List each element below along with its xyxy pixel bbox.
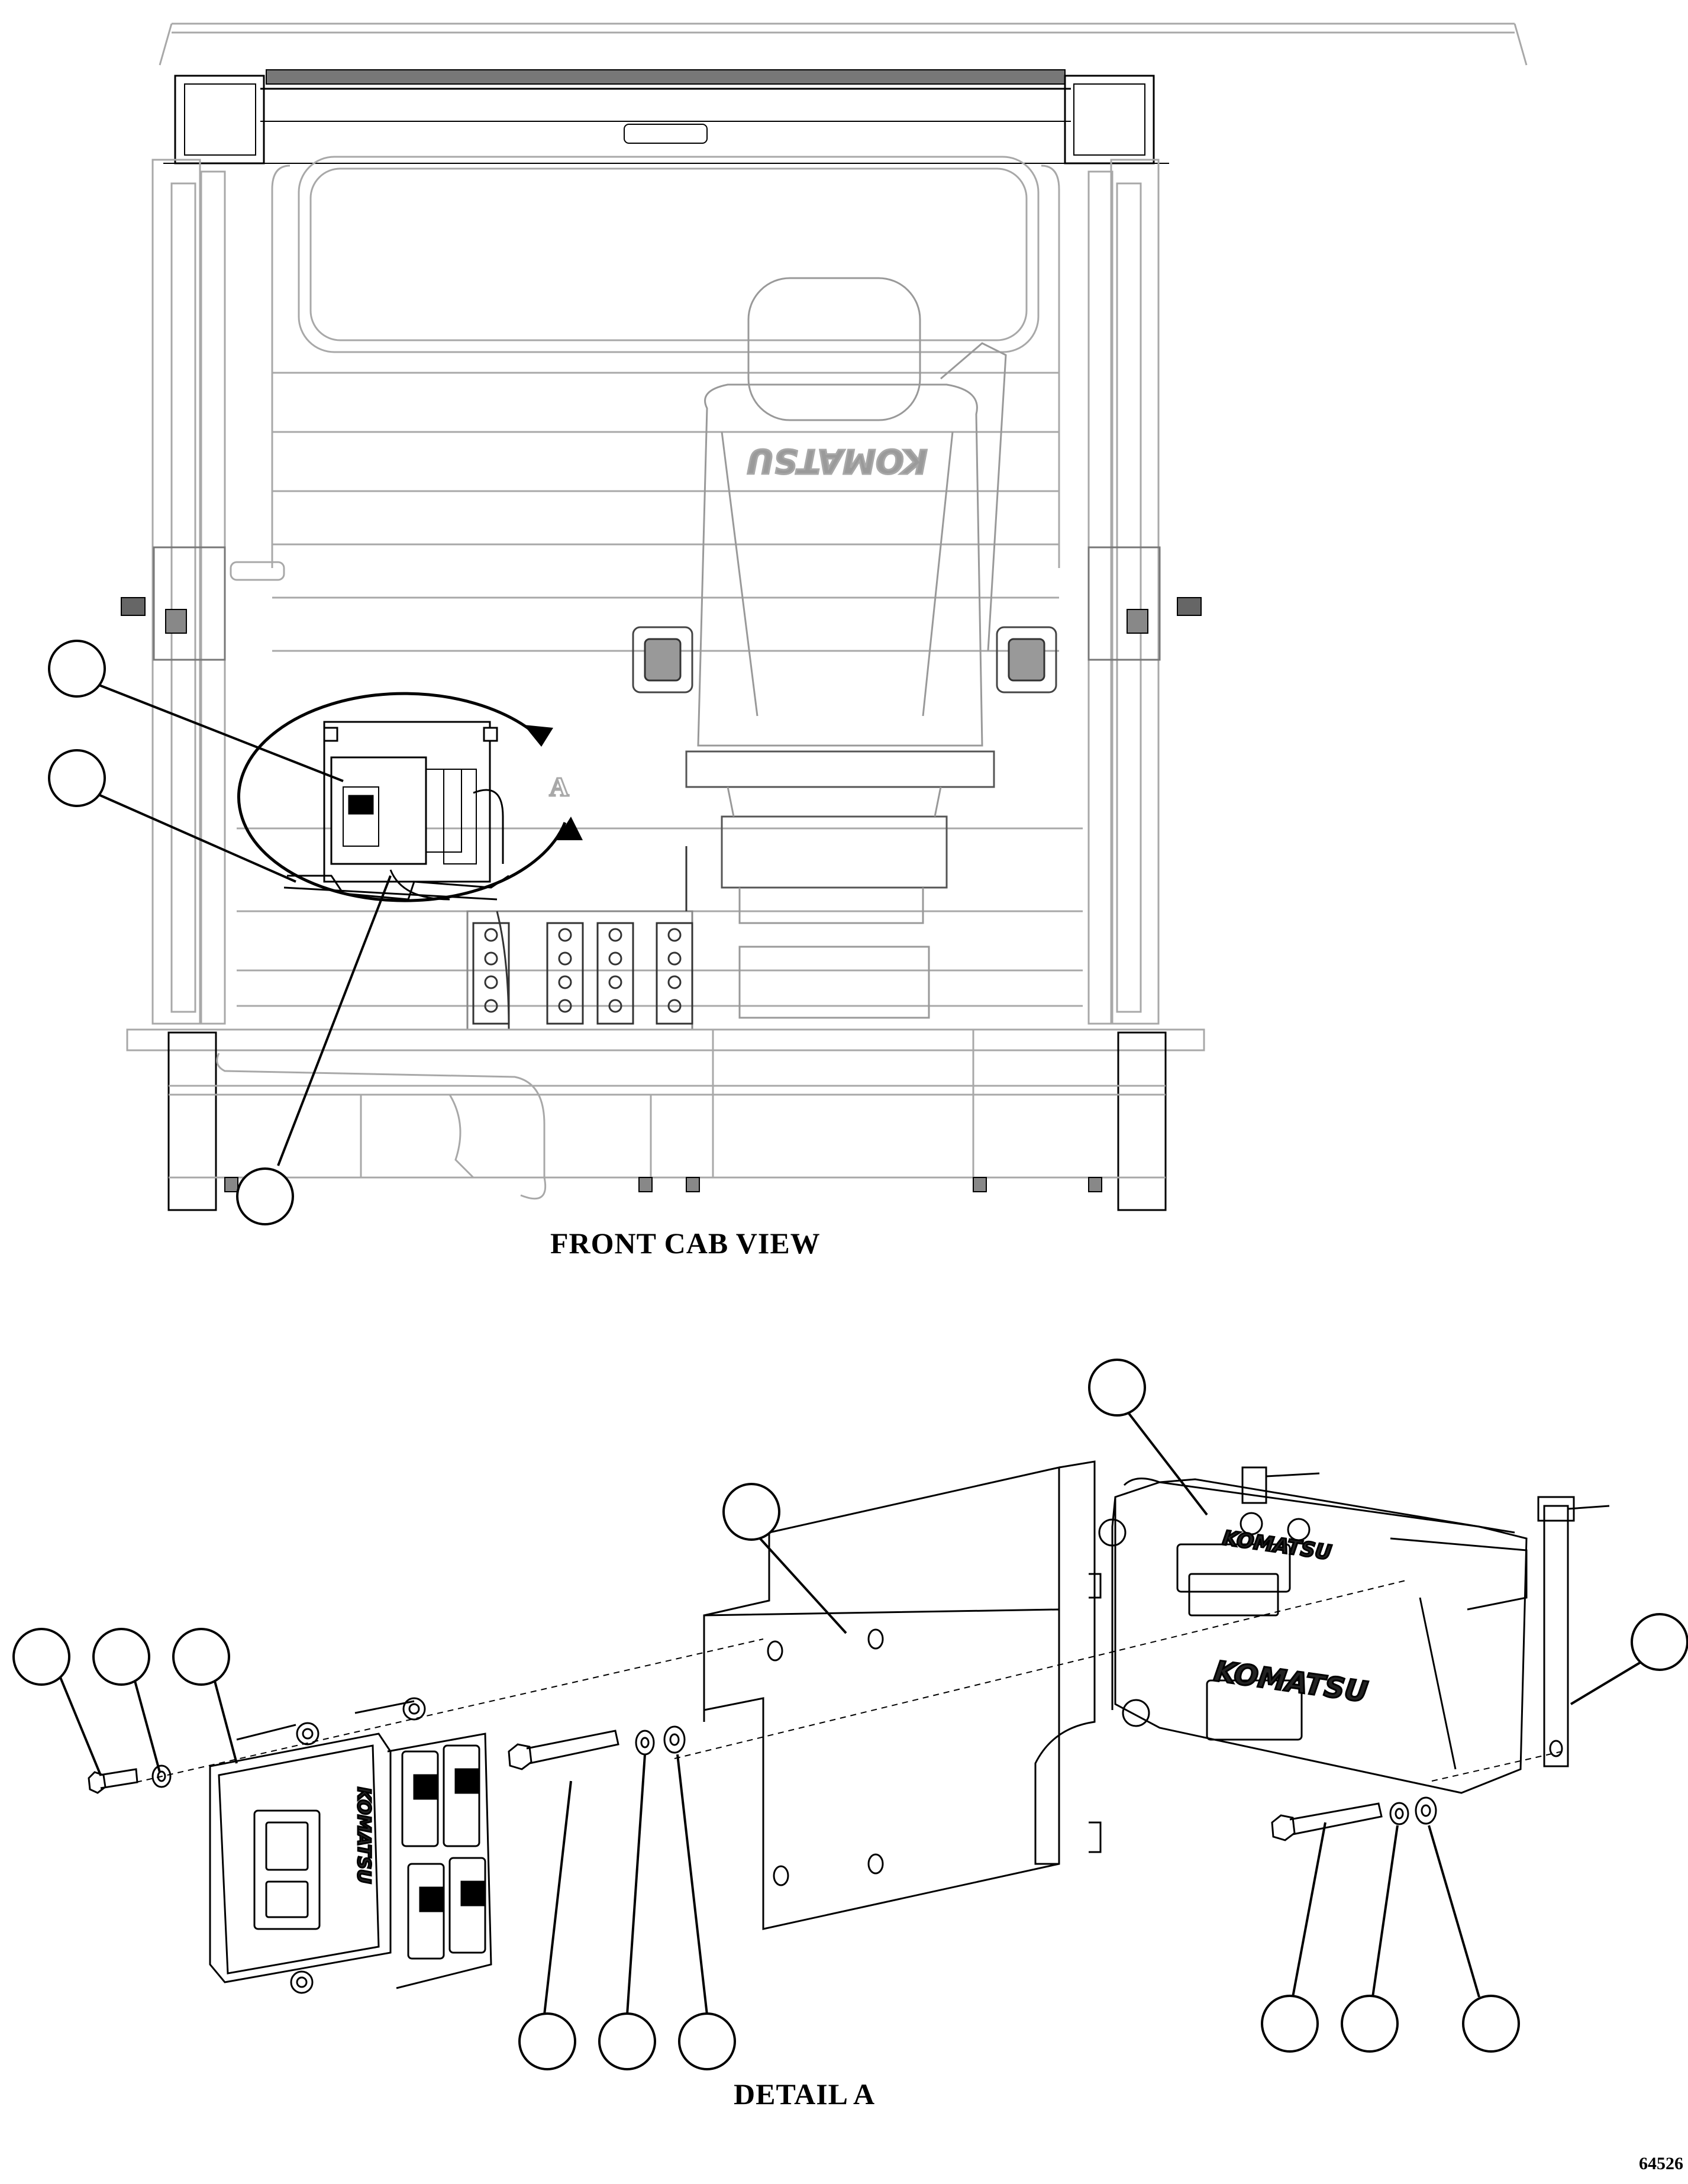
callout-bubble: [12, 1628, 70, 1686]
floor-valve-bank: [466, 846, 693, 1031]
callout-bubble: [92, 1628, 150, 1686]
callout-bubble: [1631, 1613, 1688, 1671]
front-mount-bolt: [88, 1768, 138, 1794]
bracket-logo-upper: KOMATSU: [1221, 1526, 1333, 1564]
callout-bubble: [722, 1483, 780, 1541]
detail-a-view: KOMATSU: [12, 1359, 1688, 2070]
cab-roof: [159, 22, 1528, 164]
bracket-bolt: [1271, 1802, 1383, 1841]
callout-bubble: [1088, 1359, 1146, 1417]
detail-a-reference-letter: A: [549, 772, 569, 802]
callout-bubble: [1341, 1995, 1399, 2053]
operator-seat: [632, 277, 1057, 1019]
callout-bubble: [598, 2012, 656, 2070]
controller-bracket: [1098, 1466, 1610, 1794]
figure-number: 64526: [1639, 2154, 1683, 2173]
long-mount-bolt: [508, 1730, 619, 1770]
assembly-centerlines: [135, 1579, 1563, 1783]
callout-bubble: [1462, 1995, 1520, 2053]
flat-washer: [663, 1725, 686, 1754]
callout-bubble: [172, 1628, 230, 1686]
controller-module: [209, 1697, 492, 1994]
seat-logo: KOMATSU: [747, 441, 927, 480]
bracket-flat-washer: [1415, 1796, 1437, 1825]
callout-bubble: [518, 2012, 576, 2070]
bracket-logo-lower: KOMATSU: [1212, 1654, 1370, 1709]
front-cab-view-title: FRONT CAB VIEW: [550, 1227, 821, 1260]
front-cab-view: KOMATSU: [48, 22, 1528, 1225]
detail-a-title: DETAIL A: [734, 2077, 876, 2111]
front-view-callouts: [48, 640, 392, 1225]
callout-bubble: [1261, 1995, 1319, 2053]
detail-a-callout-ring: [237, 692, 583, 902]
cab-controller-assembly: [283, 721, 509, 901]
cab-right-post: [1087, 159, 1202, 1025]
cab-left-post: [121, 159, 226, 1025]
cab-floor-base: [126, 1028, 1205, 1211]
windshield-frame: [230, 156, 1083, 1007]
callout-bubble: [48, 749, 106, 807]
detail-callouts: [12, 1359, 1688, 2070]
callout-bubble: [48, 640, 106, 698]
front-washer: [151, 1764, 172, 1788]
callout-bubble: [678, 2012, 736, 2070]
module-logo: KOMATSU: [353, 1787, 374, 1883]
callout-bubble: [236, 1167, 294, 1225]
bracket-lock-washer: [1389, 1802, 1409, 1825]
lock-washer: [635, 1730, 655, 1756]
